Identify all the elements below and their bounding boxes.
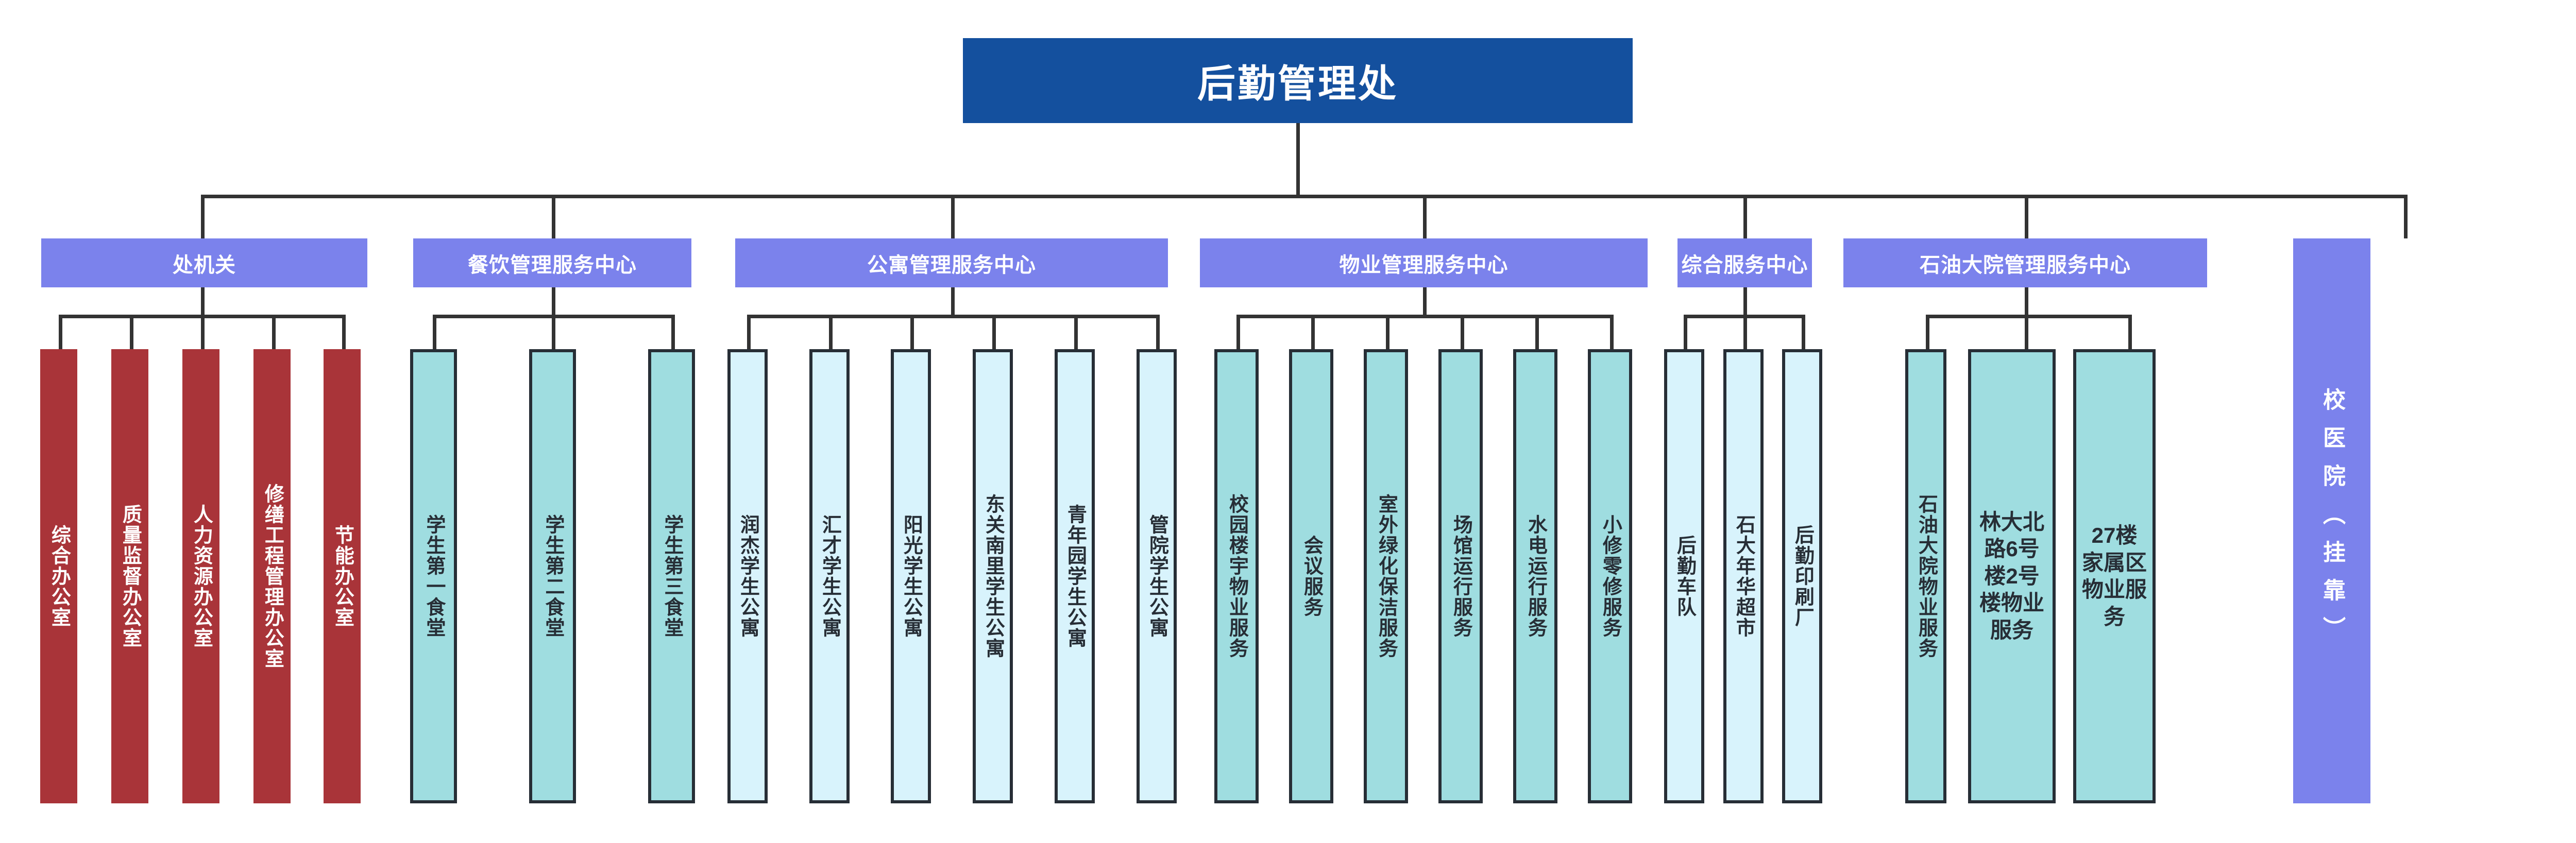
leaf-g0-energy-saving-office[interactable]: 节能办公室 [324, 349, 361, 803]
connector-bus-group-3 [1236, 315, 1612, 318]
connector-root-stem [1296, 123, 1300, 196]
connector-drop-dept-3 [1423, 195, 1427, 238]
connector-stem-group-4 [1743, 287, 1747, 315]
connector-drop-g3-c4 [1535, 315, 1539, 351]
connector-drop-g0-c3 [272, 315, 276, 351]
connector-drop-dept-2 [951, 195, 955, 238]
root-node-logistics-office[interactable]: 后勤管理处 [963, 38, 1633, 123]
leaf-g0-human-resources-office[interactable]: 人力资源办公室 [182, 349, 219, 803]
connector-drop-dept-5 [2025, 195, 2028, 238]
standalone-node-campus-hospital[interactable]: 校医院（挂靠） [2293, 238, 2370, 803]
connector-bus-group-2 [747, 315, 1159, 318]
dept-header-property-center[interactable]: 物业管理服务中心 [1200, 238, 1648, 287]
connector-stem-group-0 [201, 287, 205, 315]
leaf-g2-yangguang-student-apartment[interactable]: 阳光学生公寓 [891, 349, 931, 803]
connector-drop-clinic [2404, 195, 2408, 238]
leaf-g2-dongguannanli-student-apartment[interactable]: 东关南里学生公寓 [973, 349, 1013, 803]
dept-header-apartment-center[interactable]: 公寓管理服务中心 [735, 238, 1168, 287]
connector-stem-group-3 [1423, 287, 1427, 315]
leaf-g0-renovation-engineering-office[interactable]: 修缮工程管理办公室 [253, 349, 291, 803]
connector-bus-group-5 [1926, 315, 2132, 318]
leaf-g4-logistics-printing-factory[interactable]: 后勤印刷厂 [1782, 349, 1822, 803]
dept-header-chu-ji-guan[interactable]: 处机关 [41, 238, 367, 287]
connector-drop-g0-c0 [59, 315, 62, 351]
connector-drop-g1-c2 [671, 315, 675, 351]
leaf-g2-huicai-student-apartment[interactable]: 汇才学生公寓 [809, 349, 850, 803]
connector-drop-g1-c0 [433, 315, 436, 351]
leaf-g1-student-canteen-3[interactable]: 学生第三食堂 [648, 349, 695, 803]
dept-header-catering-center[interactable]: 餐饮管理服务中心 [413, 238, 691, 287]
dept-header-petroleum-compound-center[interactable]: 石油大院管理服务中心 [1843, 238, 2207, 287]
connector-drop-g4-c0 [1684, 315, 1687, 351]
connector-drop-g5-c2 [2128, 315, 2132, 351]
connector-stem-group-2 [951, 287, 955, 315]
connector-drop-g3-c1 [1311, 315, 1315, 351]
connector-drop-g3-c0 [1236, 315, 1240, 351]
connector-stem-group-5 [2025, 287, 2028, 315]
leaf-g5-linda-north-road-building-6-2-property-service[interactable]: 林大北路6号楼2号楼物业服务 [1968, 349, 2056, 803]
connector-drop-g0-c2 [201, 315, 205, 351]
leaf-g5-petroleum-compound-property-service[interactable]: 石油大院物业服务 [1905, 349, 1946, 803]
connector-drop-g1-c1 [552, 315, 555, 351]
connector-drop-g3-c2 [1386, 315, 1389, 351]
connector-stem-group-1 [552, 287, 555, 315]
leaf-g0-general-office[interactable]: 综合办公室 [40, 349, 77, 803]
connector-drop-g2-c5 [1156, 315, 1160, 351]
leaf-g3-water-electricity-operation-service[interactable]: 水电运行服务 [1513, 349, 1557, 803]
connector-drop-g5-c0 [1926, 315, 1929, 351]
leaf-g1-student-canteen-2[interactable]: 学生第二食堂 [529, 349, 576, 803]
connector-drop-g2-c2 [910, 315, 914, 351]
connector-drop-g2-c1 [829, 315, 833, 351]
connector-drop-g2-c3 [992, 315, 996, 351]
leaf-g3-venue-operation-service[interactable]: 场馆运行服务 [1438, 349, 1483, 803]
connector-main-bus [201, 195, 2406, 198]
dept-header-comprehensive-center[interactable]: 综合服务中心 [1677, 238, 1812, 287]
connector-drop-g5-c1 [2025, 315, 2028, 351]
connector-drop-g2-c0 [747, 315, 751, 351]
connector-drop-dept-4 [1743, 195, 1747, 238]
leaf-g2-qingnianyuan-student-apartment[interactable]: 青年园学生公寓 [1055, 349, 1095, 803]
leaf-g3-campus-building-property-service[interactable]: 校园楼宇物业服务 [1214, 349, 1259, 803]
leaf-g5-building-27-family-area-property-service[interactable]: 27楼家属区物业服务 [2073, 349, 2156, 803]
leaf-g2-runjie-student-apartment[interactable]: 润杰学生公寓 [727, 349, 768, 803]
leaf-g4-shida-nianhua-supermarket[interactable]: 石大年华超市 [1723, 349, 1764, 803]
leaf-g1-student-canteen-1[interactable]: 学生第一食堂 [410, 349, 457, 803]
connector-drop-g0-c1 [130, 315, 133, 351]
connector-drop-g3-c3 [1461, 315, 1464, 351]
connector-drop-dept-0 [201, 195, 205, 238]
leaf-g0-quality-supervision-office[interactable]: 质量监督办公室 [111, 349, 148, 803]
leaf-g3-outdoor-greening-cleaning-service[interactable]: 室外绿化保洁服务 [1364, 349, 1408, 803]
leaf-g4-logistics-fleet[interactable]: 后勤车队 [1664, 349, 1704, 803]
connector-drop-g0-c4 [342, 315, 346, 351]
leaf-g3-minor-repair-service[interactable]: 小修零修服务 [1588, 349, 1632, 803]
leaf-g2-guanyuan-student-apartment[interactable]: 管院学生公寓 [1137, 349, 1177, 803]
connector-drop-g2-c4 [1074, 315, 1078, 351]
connector-drop-g3-c5 [1610, 315, 1614, 351]
connector-drop-g4-c2 [1802, 315, 1805, 351]
leaf-g3-conference-service[interactable]: 会议服务 [1289, 349, 1333, 803]
connector-drop-dept-1 [552, 195, 555, 238]
connector-drop-g4-c1 [1743, 315, 1747, 351]
